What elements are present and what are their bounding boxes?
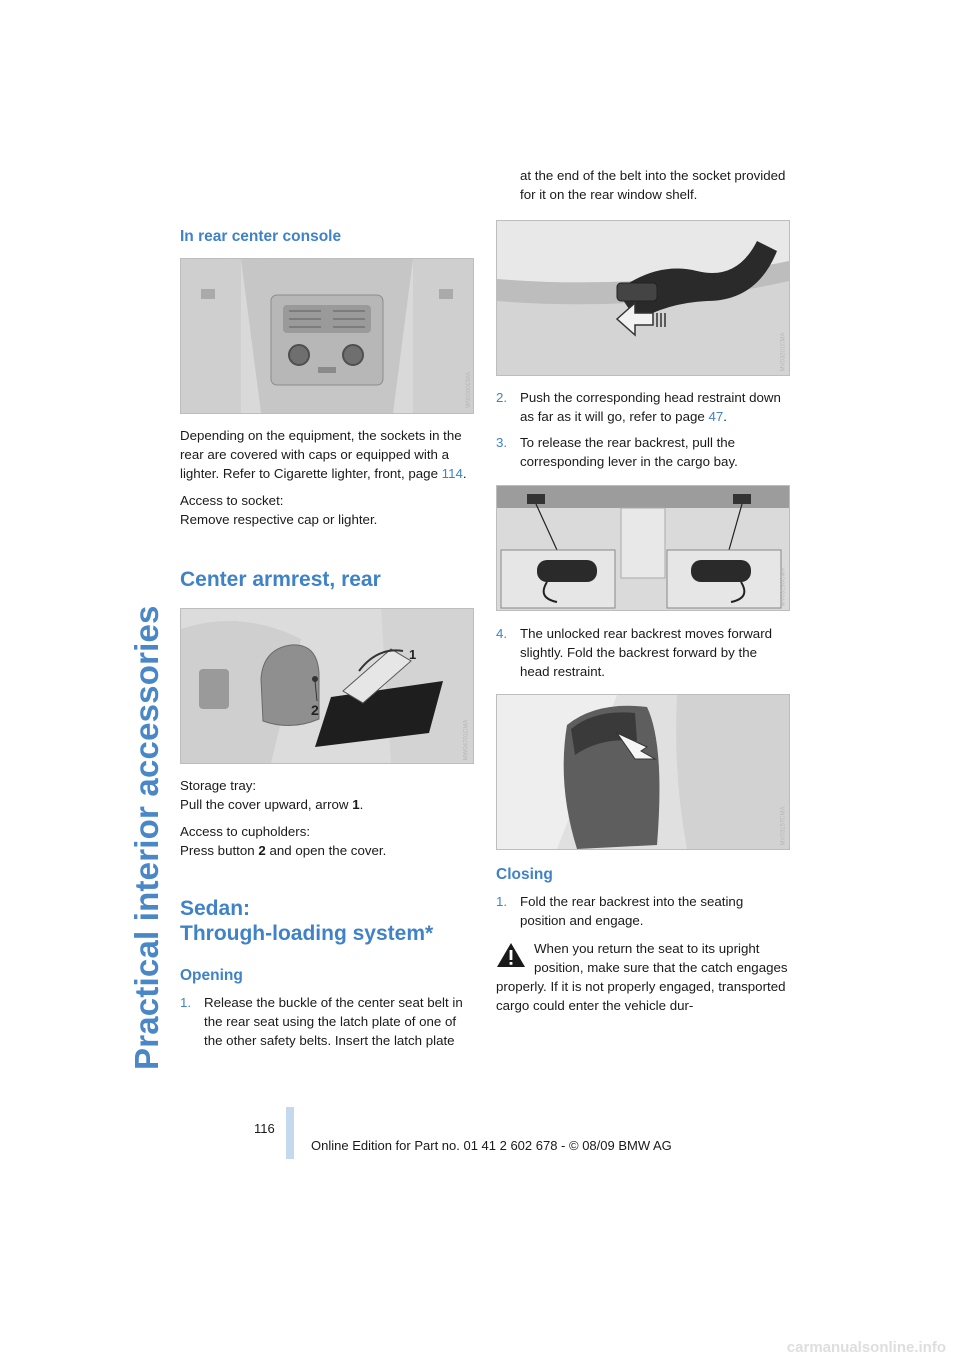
opening-step-1: 1. Release the buckle of the center seat … <box>180 993 474 1050</box>
period: . <box>723 409 727 424</box>
page-link-114[interactable]: 114 <box>441 466 463 481</box>
left-column: In rear center console W00000CMA Dependi… <box>180 228 474 1050</box>
opening-steps-list: 1. Release the buckle of the center seat … <box>180 993 474 1050</box>
cupholder-paragraph: Access to cupholders: Press button 2 and … <box>180 822 474 860</box>
figure-code: MV03157CMA <box>780 806 787 846</box>
opening-steps-list-cont2: 4. The unlocked rear backrest moves forwa… <box>496 624 790 681</box>
figure-belt-socket: MV03201CMA <box>496 220 790 376</box>
sedan-heading-line2: Through-loading system* <box>180 922 434 946</box>
site-watermark: carmanualsonline.info <box>786 1339 946 1356</box>
cupholder-button-ref: 2 <box>258 843 266 859</box>
closing-heading: Closing <box>496 866 553 883</box>
step-text: To release the rear backrest, pull the c… <box>520 435 738 469</box>
warning-note: When you return the seat to its upright … <box>496 939 790 1015</box>
period: . <box>462 466 467 481</box>
figure-code: MV03190CMA <box>780 567 787 607</box>
period: . <box>359 797 364 813</box>
page-number: 116 <box>254 1121 275 1136</box>
closing-steps-list: 1. Fold the rear backrest into the seatin… <box>496 892 790 930</box>
access-socket-paragraph: Access to socket: Remove respective cap o… <box>180 491 474 529</box>
rear-console-illustration <box>181 259 473 413</box>
opening-steps-list-cont: 2. Push the corresponding head restraint … <box>496 388 790 471</box>
side-chapter-title-text: Practical interior accessories <box>128 605 165 1070</box>
access-socket-text: Remove respective cap or lighter. <box>180 512 378 527</box>
figure-label-2: 2 <box>311 702 319 718</box>
sedan-heading: Sedan:Through-loading system* <box>180 896 474 946</box>
figure-label-1: 1 <box>409 647 416 662</box>
warning-icon <box>497 943 525 967</box>
cargo-levers-illustration <box>497 486 789 610</box>
figure-code: MV03201CMA <box>780 332 787 372</box>
figure-code: MW04701CMA <box>463 719 470 761</box>
belt-socket-illustration <box>497 221 789 375</box>
storage-arrow-ref: 1 <box>352 797 360 813</box>
step-number: 3. <box>496 435 508 450</box>
edition-footer: Online Edition for Part no. 01 41 2 602 … <box>311 1138 672 1153</box>
storage-paragraph: Storage tray: Pull the cover upward, arro… <box>180 776 474 814</box>
closing-step-1: 1. Fold the rear backrest into the seatin… <box>496 892 790 930</box>
step-number: 1. <box>496 894 508 909</box>
figure-center-armrest: 1 2 MW04701CMA <box>180 608 474 765</box>
warning-text: When you return the seat to its upright … <box>496 941 788 1013</box>
figure-cargo-levers: MV03190CMA <box>496 485 790 611</box>
page-link-47[interactable]: 47 <box>708 409 724 424</box>
rear-console-heading: In rear center console <box>180 228 342 245</box>
step-text: Release the buckle of the center seat be… <box>204 994 463 1048</box>
cupholder-text-end: and open the cover. <box>265 843 387 859</box>
access-socket-label: Access to socket: <box>180 493 284 508</box>
storage-label: Storage tray: <box>180 778 257 794</box>
step-number: 4. <box>496 626 508 641</box>
rear-console-text: Depending on the equipment, the sockets … <box>180 428 462 481</box>
step-number: 1. <box>180 994 192 1010</box>
center-armrest-illustration: 1 2 <box>181 609 473 764</box>
storage-text: Pull the cover upward, arrow <box>180 797 353 813</box>
cupholder-label: Access to cupholders: <box>180 824 311 840</box>
step-number: 2. <box>496 390 508 405</box>
step-text: Push the corresponding head restraint do… <box>520 390 781 424</box>
sedan-heading-line1: Sedan: <box>180 897 251 921</box>
step-text: The unlocked rear backrest moves forward… <box>520 626 773 679</box>
rear-console-paragraph: Depending on the equipment, the sockets … <box>180 426 474 483</box>
side-chapter-title: Practical interior accessories <box>128 230 170 1070</box>
footer-accent-bar <box>286 1107 294 1159</box>
opening-step-2: 2. Push the corresponding head restraint … <box>496 388 790 426</box>
armrest-heading: Center armrest, rear <box>180 568 381 591</box>
opening-step-3: 3. To release the rear backrest, pull the… <box>496 433 790 471</box>
opening-step-4: 4. The unlocked rear backrest moves forwa… <box>496 624 790 681</box>
figure-fold-backrest: MV03157CMA <box>496 694 790 850</box>
opening-step-1-continued: at the end of the belt into the socket p… <box>520 168 786 202</box>
fold-backrest-illustration <box>497 695 789 849</box>
step-text: Fold the rear backrest into the seating … <box>520 894 744 928</box>
right-column: at the end of the belt into the socket p… <box>496 166 790 1015</box>
cupholder-text: Press button <box>180 843 259 859</box>
opening-heading: Opening <box>180 966 243 984</box>
figure-rear-console: W00000CMA <box>180 258 474 414</box>
figure-code: W00000CMA <box>466 372 473 408</box>
